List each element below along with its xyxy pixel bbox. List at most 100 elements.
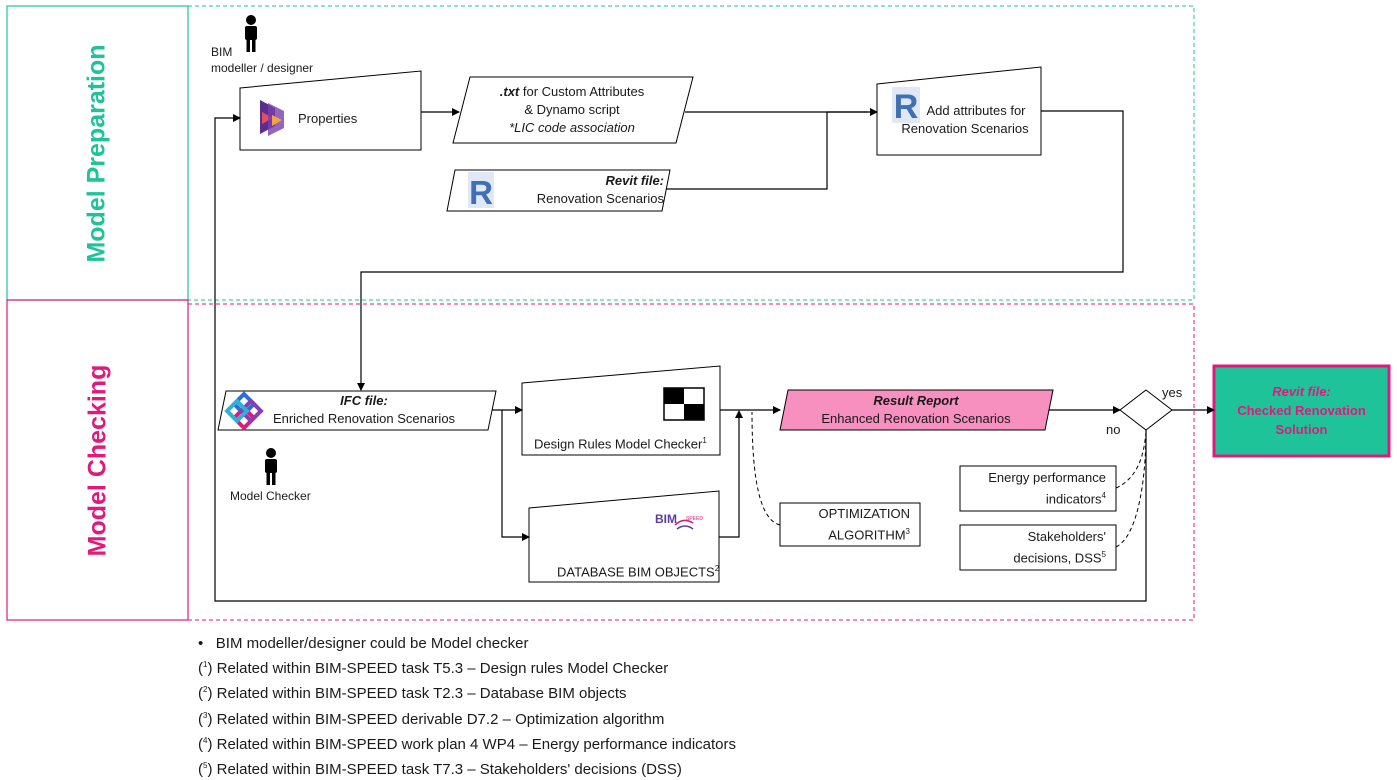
footnote-item: • BIM modeller/designer could be Model c… xyxy=(198,633,736,654)
revit-file-box xyxy=(446,169,671,212)
revit-file-title: Revit file: xyxy=(605,173,664,188)
txt-file-line: .txt for Custom Attributes xyxy=(468,83,676,101)
lane-check-area xyxy=(187,303,1195,621)
stakeholders-line1: Stakeholders' xyxy=(1027,529,1106,544)
footnote-number: 2 xyxy=(203,685,208,695)
revit-file-label: Revit file: Renovation Scenarios xyxy=(500,172,664,208)
properties-box xyxy=(239,70,422,151)
result-report-box xyxy=(779,389,1054,431)
txt-file-box xyxy=(452,76,694,144)
lane-title: Model Preparation xyxy=(83,43,111,263)
actor-label-bim-modeller: BIM modeller / designer xyxy=(211,44,313,76)
txt-file-label: .txt for Custom Attributes & Dynamo scri… xyxy=(468,83,676,137)
bim-speed-logo-small: SPEED xyxy=(686,516,703,522)
properties-label: Properties xyxy=(298,111,358,126)
revit-file-sub: Renovation Scenarios xyxy=(536,191,664,206)
database-box xyxy=(528,490,720,583)
connector-ifc-to-database xyxy=(501,410,530,541)
svg-text:R: R xyxy=(894,88,919,126)
footnote-text: BIM modeller/designer could be Model che… xyxy=(215,635,529,652)
footnote-ref: 1 xyxy=(702,436,707,445)
dynamo-icon xyxy=(260,100,284,136)
result-report-title: Result Report xyxy=(873,393,959,408)
lane-label-model-preparation: Model Preparation xyxy=(7,6,188,300)
connector-add-attributes-to-ifc xyxy=(357,110,1124,391)
footnote-item: (4) Related within BIM-SPEED work plan 4… xyxy=(198,730,736,755)
result-report-sub: Enhanced Renovation Scenarios xyxy=(821,411,1011,426)
footnote-paren: ( xyxy=(198,735,203,753)
add-attributes-label: Add attributes for Renovation Scenarios xyxy=(895,102,1035,138)
optimization-line2: ALGORITHM xyxy=(828,527,906,543)
revit-icon: R xyxy=(468,172,494,211)
dashed-link-optimization xyxy=(751,411,781,526)
revit-icon: R xyxy=(892,87,920,126)
footnote-text: ) Related within BIM-SPEED task T5.3 – D… xyxy=(207,660,669,678)
ifc-file-title: IFC file: xyxy=(340,393,388,408)
footnote-number: 4 xyxy=(203,735,208,745)
footnote-text: ) Related within BIM-SPEED task T2.3 – D… xyxy=(207,685,627,703)
dashed-link-energy xyxy=(1115,431,1147,489)
final-solution-label: Revit file: Checked Renovation Solution xyxy=(1217,382,1386,439)
connector-decision-no-loop xyxy=(214,114,1147,602)
svg-text:R: R xyxy=(469,174,493,211)
energy-line2: indicators xyxy=(1045,491,1102,507)
footnote-paren: ( xyxy=(198,710,203,728)
person-icon xyxy=(265,448,277,485)
bullet-icon: • xyxy=(198,635,204,652)
result-report-label: Result Report Enhanced Renovation Scenar… xyxy=(790,392,1042,428)
design-rules-text: Design Rules Model Checker xyxy=(534,436,703,452)
footnote-text: ) Related within BIM-SPEED derivable D7.… xyxy=(207,710,665,728)
optimization-line1: OPTIMIZATION xyxy=(818,506,910,521)
txt-file-line1: for Custom Attributes xyxy=(519,84,645,99)
footnote-ref: 4 xyxy=(1101,491,1106,500)
footnote-item: (1) Related within BIM-SPEED task T5.3 –… xyxy=(198,654,736,679)
actor-label-line: BIM xyxy=(211,45,233,59)
footnote-number: 1 xyxy=(203,660,208,670)
ifc-file-sub: Enriched Renovation Scenarios xyxy=(272,411,456,426)
footnote-number: 3 xyxy=(203,710,208,720)
footnote-text: ) Related within BIM-SPEED task T7.3 – S… xyxy=(207,761,682,779)
ifc-file-label: IFC file: Enriched Renovation Scenarios xyxy=(266,392,462,428)
decision-no-label: no xyxy=(1106,422,1121,437)
ifc-icon xyxy=(224,391,264,431)
footnote-item: (5) Related within BIM-SPEED task T7.3 –… xyxy=(198,755,736,780)
optimization-label: OPTIMIZATION ALGORITHM3 xyxy=(782,505,910,544)
txt-file-ext: .txt xyxy=(499,84,520,99)
lane-label-model-checking: Model Checking xyxy=(7,300,188,620)
connector-revit-to-add-attributes xyxy=(666,111,868,190)
actor-label-line: modeller / designer xyxy=(211,61,314,75)
lane-prep-area xyxy=(187,5,1195,301)
footnote-ref: 2 xyxy=(714,564,720,573)
final-solution-line2: Checked Renovation xyxy=(1237,403,1366,418)
footnote-paren: ( xyxy=(198,685,203,703)
final-solution-line1: Revit file: xyxy=(1272,384,1331,399)
footnotes: • BIM modeller/designer could be Model c… xyxy=(198,633,736,780)
decision-yes-label: yes xyxy=(1162,385,1183,400)
connector-database-to-result xyxy=(719,410,743,538)
footnote-item: (2) Related within BIM-SPEED task T2.3 –… xyxy=(198,679,736,704)
checker-icon xyxy=(663,387,705,421)
txt-file-line2: & Dynamo script xyxy=(524,102,620,117)
footnote-paren: ( xyxy=(198,660,203,678)
actor-label-model-checker: Model Checker xyxy=(230,489,311,503)
add-attributes-line1: Add attributes for xyxy=(926,103,1026,118)
bim-speed-logo: BIM SPEED xyxy=(655,512,703,530)
footnote-ref: 5 xyxy=(1101,550,1106,559)
database-label: DATABASE BIM OBJECTS2 xyxy=(557,560,719,581)
person-icon xyxy=(245,15,257,52)
footnote-text: ) Related within BIM-SPEED work plan 4 W… xyxy=(207,735,737,753)
dashed-link-stakeholders xyxy=(1115,431,1147,548)
final-solution-line3: Solution xyxy=(1275,422,1328,437)
footnote-ref: 3 xyxy=(905,527,910,536)
footnote-item: (3) Related within BIM-SPEED derivable D… xyxy=(198,705,736,730)
energy-line1: Energy performance xyxy=(988,470,1106,485)
txt-file-line3: *LIC code association xyxy=(509,120,635,135)
ifc-file-box xyxy=(217,390,497,431)
add-attributes-line2: Renovation Scenarios xyxy=(901,121,1029,136)
lane-title: Model Checking xyxy=(83,364,111,556)
stakeholders-box xyxy=(959,524,1117,571)
energy-box xyxy=(959,465,1117,512)
bim-speed-logo-text: BIM xyxy=(655,512,677,526)
energy-label: Energy performance indicators4 xyxy=(962,469,1106,508)
